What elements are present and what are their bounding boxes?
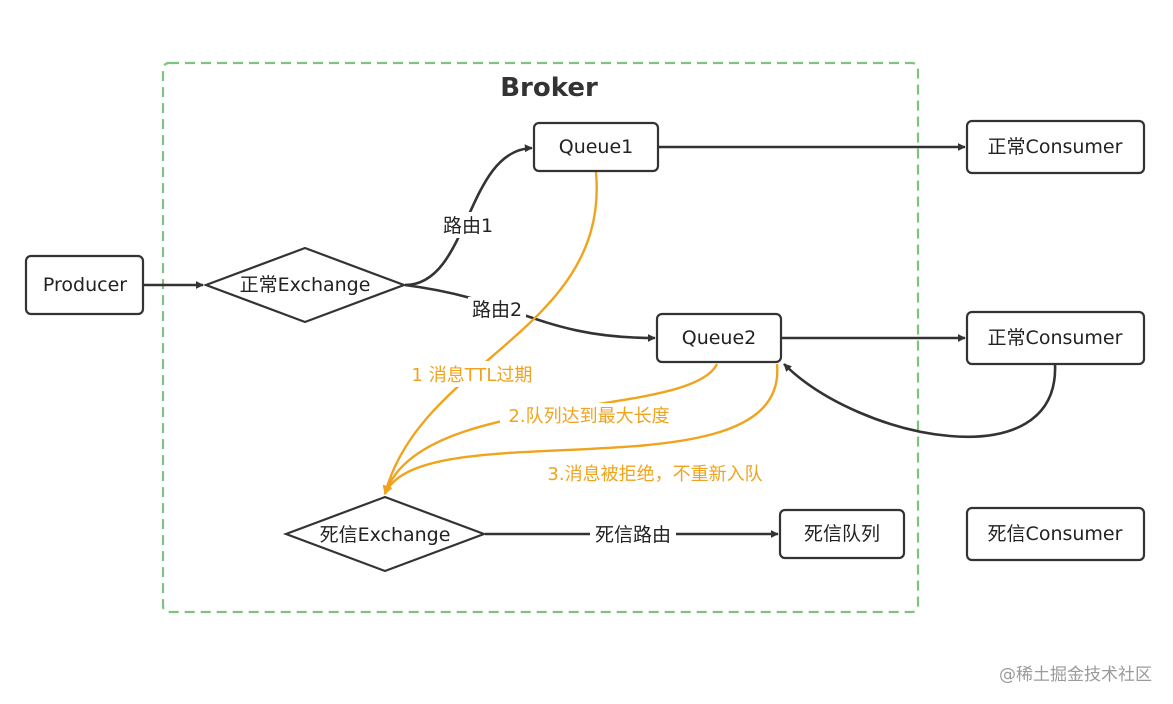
reason-ttl-label: 1 消息TTL过期: [412, 365, 533, 386]
consumer2-node: 正常Consumer: [965, 310, 1146, 366]
reason-maxlen-label: 2.队列达到最大长度: [508, 406, 669, 427]
edge-ttl-expired: [382, 171, 598, 495]
dlx-exchange-node: 死信Exchange: [282, 495, 488, 573]
producer-label: Producer: [43, 274, 127, 296]
consumer1-node: 正常Consumer: [965, 119, 1146, 175]
queue2-label: Queue2: [682, 327, 757, 349]
dead-consumer-node: 死信Consumer: [965, 506, 1146, 562]
consumer1-label: 正常Consumer: [988, 136, 1123, 158]
dlx-exchange-label: 死信Exchange: [320, 524, 451, 546]
normal-exchange-node: 正常Exchange: [202, 246, 408, 324]
route2-label: 路由2: [472, 299, 522, 321]
route1-label: 路由1: [443, 215, 493, 237]
watermark: @稀土掘金技术社区: [999, 665, 1152, 685]
dead-queue-node: 死信队列: [778, 508, 906, 560]
edge-rejected: [383, 363, 779, 495]
broker-title: Broker: [500, 73, 598, 103]
edge-route2: [404, 283, 656, 342]
producer-node: Producer: [24, 254, 145, 316]
dead-queue-label: 死信队列: [804, 523, 880, 545]
dead-consumer-label: 死信Consumer: [988, 523, 1123, 545]
normal-exchange-label: 正常Exchange: [240, 274, 371, 296]
dead-route-label: 死信路由: [595, 524, 671, 546]
consumer2-label: 正常Consumer: [988, 327, 1123, 349]
broker-boundary: [161, 61, 920, 614]
queue2-node: Queue2: [655, 312, 783, 364]
queue1-node: Queue1: [532, 121, 660, 173]
reason-rejected-label: 3.消息被拒绝，不重新入队: [547, 464, 762, 485]
queue1-label: Queue1: [559, 136, 634, 158]
edge-consumer-reject: [783, 363, 1057, 438]
